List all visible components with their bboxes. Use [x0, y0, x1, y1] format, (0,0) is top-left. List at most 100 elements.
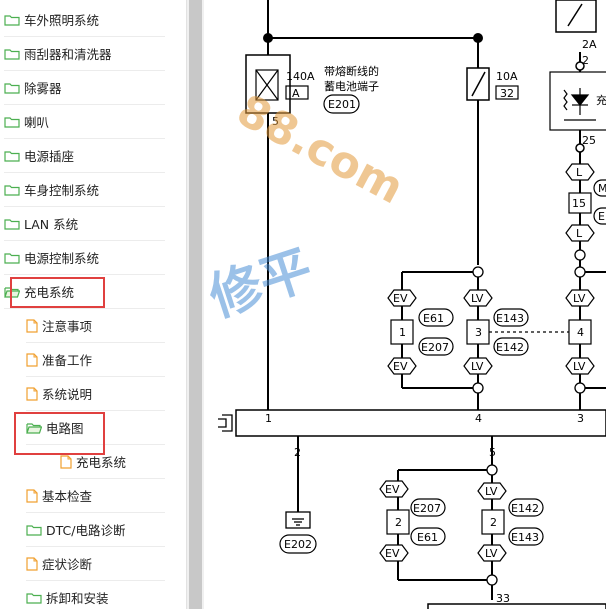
- tree-separator: [26, 512, 165, 513]
- tree-item[interactable]: 症状诊断: [26, 547, 92, 580]
- module-pin-1: 1: [265, 412, 272, 425]
- tree-item[interactable]: 车外照明系统: [4, 3, 99, 36]
- top-wire-l2: L: [576, 227, 583, 240]
- folder-icon: [4, 184, 20, 196]
- tree-item-label: DTC/电路诊断: [46, 523, 126, 538]
- tree-item-label: 拆卸和安装: [46, 591, 109, 606]
- tree-separator: [4, 138, 165, 139]
- document-icon: [26, 352, 38, 367]
- joint-low-mid-conn2: E143: [511, 531, 539, 544]
- tree-item-label: 电源控制系统: [24, 251, 100, 266]
- tree-item-label: LAN 系统: [24, 217, 79, 232]
- tree-item[interactable]: 基本检查: [26, 479, 92, 512]
- folder-icon: [4, 48, 20, 60]
- tree-item[interactable]: 准备工作: [26, 343, 92, 376]
- tree-separator: [26, 410, 165, 411]
- joint-low-left-wire-bottom: EV: [385, 547, 400, 560]
- joint-low-mid-wire-bottom: LV: [485, 547, 498, 560]
- top-wire-l1: L: [576, 166, 583, 179]
- joint-mid-conn1: E143: [496, 312, 524, 325]
- watermark-text: 修平: [204, 239, 320, 328]
- tree-separator: [4, 172, 165, 173]
- joint-low-mid-wire-top: LV: [485, 485, 498, 498]
- joint-low-left-conn1: E207: [413, 502, 441, 515]
- tree-item[interactable]: 充电系统: [60, 445, 126, 478]
- sidebar-scrollbar[interactable]: [186, 0, 204, 609]
- ground-connector: E202: [284, 538, 312, 551]
- tree-item-label: 车外照明系统: [24, 13, 100, 28]
- tree-item[interactable]: 除雾器: [4, 71, 62, 104]
- top-pin-25: 25: [582, 134, 596, 147]
- tree-item[interactable]: 注意事项: [26, 309, 92, 342]
- fuse1-desc-line2: 蓄电池端子: [324, 80, 379, 93]
- module-pin-4: 4: [475, 412, 482, 425]
- tree-separator: [26, 580, 165, 581]
- joint-mid-wire-bottom: LV: [471, 360, 484, 373]
- joint-low-left-wire-top: EV: [385, 483, 400, 496]
- joint-left-wire-bottom: EV: [393, 360, 408, 373]
- tree-item-label: 喇叭: [24, 115, 50, 130]
- tree-item[interactable]: 喇叭: [4, 105, 49, 138]
- fuse1-connector: E201: [328, 98, 356, 111]
- scrollbar-thumb[interactable]: [189, 0, 202, 609]
- folder-icon: [4, 82, 20, 94]
- tree-separator: [4, 308, 165, 309]
- folder-icon: [4, 14, 20, 26]
- tree-item[interactable]: LAN 系统: [4, 207, 78, 240]
- document-icon: [26, 488, 38, 503]
- tree-separator: [26, 376, 165, 377]
- top-side-m: M: [598, 182, 606, 195]
- tree-item[interactable]: 系统说明: [26, 377, 92, 410]
- joint-mid-conn2: E142: [496, 341, 524, 354]
- tree-separator: [4, 206, 165, 207]
- folder-icon: [4, 116, 20, 128]
- tree-item[interactable]: 电源插座: [4, 139, 74, 172]
- tree-item[interactable]: 拆卸和安装: [26, 581, 109, 609]
- wiring-diagram: 140A A 带熔断线的 蓄电池端子 E201 5 10A 32 2A 2 充 …: [204, 0, 606, 609]
- tree-item-label: 电路图: [46, 421, 84, 436]
- bottom-pin: 33: [496, 592, 510, 605]
- tree-separator: [26, 444, 165, 445]
- tree-item[interactable]: 车身控制系统: [4, 173, 99, 206]
- fuse2-code: 32: [500, 87, 514, 100]
- tree-separator: [4, 274, 165, 275]
- fuse1-rating: 140A: [286, 70, 315, 83]
- tree-separator: [4, 104, 165, 105]
- tree-separator: [4, 70, 165, 71]
- tree-item-label: 电源插座: [24, 149, 75, 164]
- tree-item-label: 准备工作: [42, 353, 93, 368]
- joint-left-wire-top: EV: [393, 292, 408, 305]
- folder-icon: [4, 252, 20, 264]
- joint-low-mid-pin: 2: [490, 516, 497, 529]
- tree-separator: [26, 342, 165, 343]
- joint-right-wire-top: LV: [573, 292, 586, 305]
- fuse1-pin: 5: [272, 115, 279, 128]
- tree-item-label: 除雾器: [24, 81, 62, 96]
- tree-item[interactable]: DTC/电路诊断: [26, 513, 125, 546]
- tree-item[interactable]: 充电系统: [4, 275, 74, 308]
- tree-item-label: 充电系统: [76, 455, 127, 470]
- fuse3-rating: 2A: [582, 38, 597, 51]
- folder-icon: [26, 592, 42, 604]
- folder-open-icon: [26, 422, 42, 434]
- document-icon: [26, 318, 38, 333]
- fuse2-rating: 10A: [496, 70, 518, 83]
- fuse1-code: A: [292, 87, 300, 100]
- navigation-tree: 车外照明系统雨刮器和清洗器除雾器喇叭电源插座车身控制系统 LAN 系统电源控制系统…: [0, 0, 186, 609]
- tree-item[interactable]: 雨刮器和清洗器: [4, 37, 112, 70]
- tree-item[interactable]: 电源控制系统: [4, 241, 99, 274]
- folder-open-icon: [4, 286, 20, 298]
- top-pin-15: 15: [572, 197, 586, 210]
- tree-separator: [26, 546, 165, 547]
- top-side-e: E: [598, 210, 605, 223]
- tree-separator: [4, 36, 165, 37]
- module-pin-5: 5: [489, 446, 496, 459]
- folder-icon: [26, 524, 42, 536]
- joint-mid-pin: 3: [475, 326, 482, 339]
- joint-low-left-conn2: E61: [417, 531, 438, 544]
- document-icon: [60, 454, 72, 469]
- tree-item[interactable]: 电路图: [26, 411, 84, 444]
- folder-icon: [4, 150, 20, 162]
- joint-low-left-pin: 2: [395, 516, 402, 529]
- tree-separator: [4, 240, 165, 241]
